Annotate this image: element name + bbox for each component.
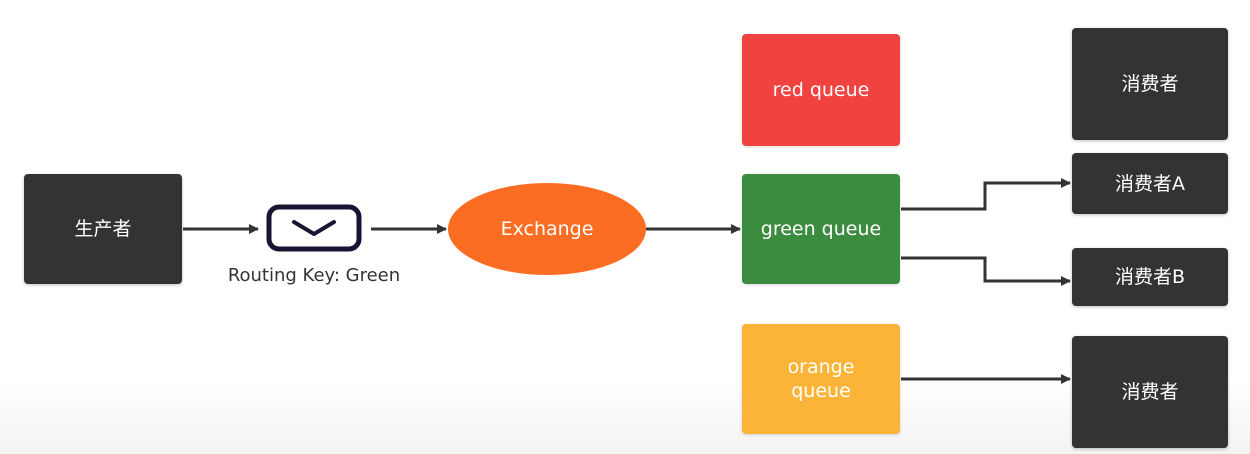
consumer-b-box: 消费者B [1072,248,1228,306]
arrow-green-queue-to-consumer-a [901,178,1071,211]
green-queue-box: green queue [742,174,900,284]
consumer-orange-label: 消费者 [1121,381,1179,403]
consumer-b-label: 消费者B [1114,266,1186,288]
consumer-a-box: 消费者A [1072,153,1228,214]
envelope-icon [266,204,362,252]
red-queue-label: red queue [772,79,870,101]
red-queue-box: red queue [742,34,900,146]
consumer-red-box: 消费者 [1072,28,1228,140]
exchange-label: Exchange [500,218,594,240]
orange-queue-label: orange queue [787,356,855,402]
consumer-orange-box: 消费者 [1072,336,1228,448]
green-queue-label: green queue [760,218,882,240]
arrow-green-queue-to-consumer-b [901,256,1071,286]
producer-label: 生产者 [74,218,132,240]
routing-key-label: Routing Key: Green [227,265,401,286]
producer-box: 生产者 [24,174,182,284]
consumer-a-label: 消费者A [1115,172,1185,195]
consumer-red-label: 消费者 [1121,73,1179,95]
orange-queue-box: orange queue [742,324,900,434]
exchange-node: Exchange [448,183,646,275]
